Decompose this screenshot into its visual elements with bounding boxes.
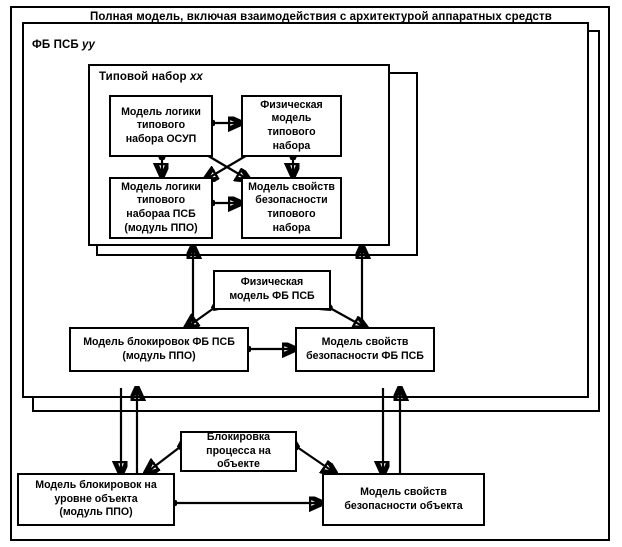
node-logic-psb[interactable]: Модель логики типовогo набораа ПСБ (моду… [109, 177, 213, 239]
node-logic-osup[interactable]: Модель логики типовогo набора ОСУП [109, 95, 213, 157]
node-block-process[interactable]: Блокировка процесса на объекте [180, 431, 297, 472]
frame-label-fb-psb-italic: yy [82, 39, 96, 51]
frame-label-typeset-italic: xx [189, 71, 203, 83]
frame-title-typeset: Типовой набор xx [99, 71, 203, 83]
frame-title-fb-psb: ФБ ПСБ yy [32, 39, 95, 51]
node-safety-fbpsb[interactable]: Модель свойств безопасности ФБ ПСБ [295, 327, 435, 372]
frame-label-typeset: Типовой набор [99, 71, 190, 83]
node-safety-object[interactable]: Модель свойств безопасности объекта [322, 473, 485, 526]
frame-title-full-model: Полная модель, включая взаимодействия с … [90, 11, 552, 23]
frame-label-fb-psb: ФБ ПСБ [32, 39, 83, 51]
node-safety-typeset[interactable]: Модель свойств безопасности типовогo наб… [241, 177, 342, 239]
frame-label-full-model: Полная модель, включая взаимодействия с … [90, 11, 552, 23]
node-block-fbpsb[interactable]: Модель блокировок ФБ ПСБ (модуль ППО) [69, 327, 249, 372]
node-phys-typeset[interactable]: Физическая модель типовогo набора [241, 95, 342, 157]
node-block-object[interactable]: Модель блокировок на уровне объекта (мод… [17, 473, 175, 526]
node-phys-fbpsb[interactable]: Физическая модель ФБ ПСБ [213, 270, 331, 310]
